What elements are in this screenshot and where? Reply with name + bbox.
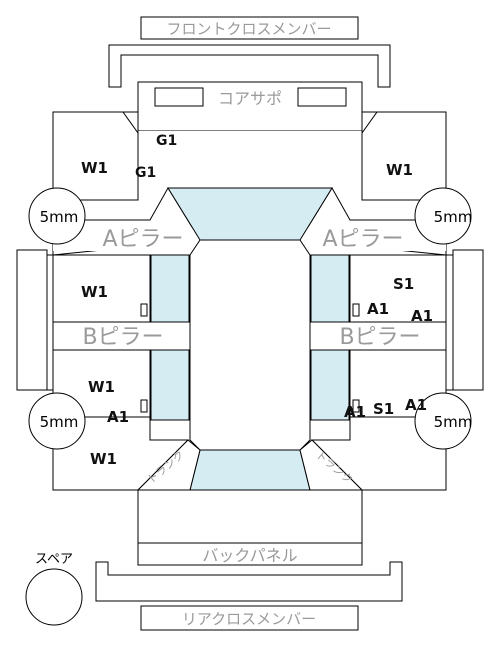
marker-front-door-right bbox=[352, 303, 360, 317]
code-w1-front-left: W1 bbox=[81, 159, 108, 177]
front-cross-member-label-box bbox=[140, 16, 359, 40]
a-pillar-label-right: Aピラー bbox=[322, 227, 403, 252]
rear-cross-member-label: リアクロスメンバー bbox=[182, 610, 316, 628]
b-pillar-bar-right bbox=[309, 321, 447, 351]
front-cross-member-label: フロントクロスメンバー bbox=[166, 20, 331, 38]
side-sill-right bbox=[452, 249, 484, 391]
code-w1-mid-left: W1 bbox=[81, 283, 108, 301]
code-g1-lower: G1 bbox=[135, 165, 156, 181]
front-fender-left bbox=[52, 111, 139, 201]
side-sill-left bbox=[16, 249, 48, 391]
wheel-rear-left-circle bbox=[28, 392, 86, 450]
hood-panel bbox=[138, 112, 362, 130]
back-panel-label: バックパネル bbox=[202, 546, 297, 565]
marker-front-door-left bbox=[140, 303, 148, 317]
spare-label: スペア bbox=[35, 552, 73, 567]
rear-cross-member: リアクロスメンバー bbox=[95, 561, 403, 631]
wheel-front-right-circle bbox=[414, 187, 472, 245]
wheel-rear-left-label: 5mm bbox=[40, 413, 79, 431]
core-support-slot-right bbox=[297, 87, 347, 107]
wheel-front-left-label: 5mm bbox=[40, 208, 79, 226]
rear-cross-member-label-box bbox=[140, 605, 359, 631]
code-a1-rear-right-inner: A1 bbox=[344, 403, 366, 421]
code-a1-mid-right-outer: A1 bbox=[411, 307, 433, 325]
front-fender-right bbox=[361, 111, 447, 201]
code-w1-front-right: W1 bbox=[386, 161, 413, 179]
front-cross-member: フロントクロスメンバー bbox=[108, 16, 391, 88]
spare-tire: スペア bbox=[25, 552, 83, 626]
front-cross-member-bracket bbox=[108, 44, 391, 88]
wheel-front-right: 5mm bbox=[414, 187, 473, 245]
b-pillar-bar-left bbox=[52, 321, 191, 351]
marker-rear-door-right bbox=[352, 399, 360, 413]
roof-panel bbox=[189, 239, 311, 451]
trunk-lid bbox=[137, 489, 363, 544]
code-g1-upper: G1 bbox=[156, 133, 177, 149]
core-support-label: コアサポ bbox=[218, 89, 282, 108]
back-panel bbox=[137, 542, 363, 566]
code-s1-mid-right: S1 bbox=[393, 275, 414, 293]
rear-cross-member-bracket bbox=[95, 561, 403, 602]
code-a1-rear-left: A1 bbox=[107, 408, 129, 426]
code-w1-rear-left-lower: W1 bbox=[90, 450, 117, 468]
front-door-right bbox=[349, 254, 447, 323]
code-s1-rear-right: S1 bbox=[373, 400, 394, 418]
wheel-front-left: 5mm bbox=[28, 187, 86, 245]
wheel-rear-right-label: 5mm bbox=[434, 413, 473, 431]
code-w1-rear-left-upper: W1 bbox=[88, 378, 115, 396]
code-a1-mid-right-inner: A1 bbox=[367, 300, 389, 318]
rear-window bbox=[189, 449, 311, 491]
wheel-front-right-label: 5mm bbox=[434, 208, 473, 226]
spare-circle bbox=[25, 568, 83, 626]
wheel-front-left-circle bbox=[28, 187, 86, 245]
code-a1-rear-right-outer: A1 bbox=[405, 396, 427, 414]
wheel-rear-right-circle bbox=[414, 392, 472, 450]
core-support-slot-left bbox=[154, 87, 204, 107]
marker-rear-door-left bbox=[140, 399, 148, 413]
front-door-left bbox=[52, 254, 151, 323]
b-pillar-label-left: Bピラー bbox=[82, 325, 163, 350]
wheel-rear-left: 5mm bbox=[28, 392, 86, 450]
a-pillar-label-left: Aピラー bbox=[102, 227, 183, 252]
b-pillar-label-right: Bピラー bbox=[339, 325, 420, 350]
wheel-rear-right: 5mm bbox=[414, 392, 473, 450]
